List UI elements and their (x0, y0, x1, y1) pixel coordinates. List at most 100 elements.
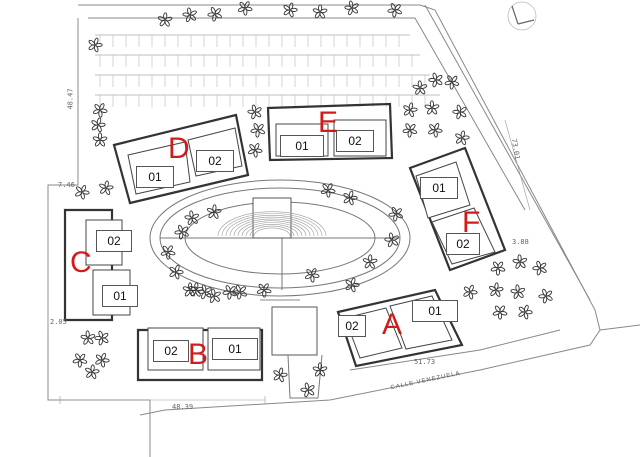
tree-icon (237, 1, 253, 16)
tree-icon (312, 362, 328, 377)
tree-icon (403, 102, 418, 118)
tree-icon (492, 305, 508, 320)
tree-icon (402, 123, 418, 138)
dimension-label: 7.46 (58, 181, 75, 189)
tree-icon (312, 4, 328, 19)
tree-icon (345, 277, 360, 293)
tree-icon (174, 224, 189, 240)
road-edge (599, 324, 640, 331)
tree-icon (88, 37, 103, 53)
tree-icon (80, 330, 96, 345)
dimension-label: 51.73 (414, 358, 436, 366)
unit-label-c-02: 02 (96, 230, 132, 252)
unit-label-b-02: 02 (153, 340, 189, 362)
unit-label-e-01: 01 (280, 135, 324, 157)
entrance-structure (271, 306, 318, 356)
tree-icon (95, 352, 110, 368)
block-letter-f: F (462, 206, 481, 239)
unit-label-d-01: 01 (136, 166, 174, 188)
unit-label-e-02: 02 (336, 130, 374, 152)
unit-label-d-02: 02 (196, 150, 234, 172)
tree-icon (384, 232, 399, 248)
tree-icon (222, 285, 238, 300)
dimension-label: 3.88 (512, 238, 529, 246)
tree-icon (444, 75, 460, 90)
tree-icon (157, 12, 173, 27)
tree-icon (283, 2, 298, 18)
tree-icon (452, 104, 467, 120)
tree-icon (92, 103, 108, 118)
tree-icon (424, 100, 440, 115)
inner-boundary-north (88, 17, 526, 211)
entrance-path (287, 354, 323, 399)
tree-icon (72, 353, 88, 368)
vegetation (72, 0, 553, 398)
block-letter-d: D (168, 132, 190, 165)
amphitheater-steps (217, 211, 327, 237)
building-c-outline (63, 208, 114, 322)
tree-icon (247, 143, 263, 158)
tree-icon (387, 3, 402, 18)
tree-icon (300, 382, 315, 398)
tree-icon (490, 261, 506, 276)
tree-icon (182, 7, 197, 23)
tree-icon (304, 268, 320, 283)
setback-line (424, 4, 591, 301)
building-f-outline (408, 146, 507, 272)
block-letter-c: C (70, 246, 92, 279)
tree-icon (206, 204, 222, 219)
building-d-outline (112, 113, 250, 205)
tree-icon (512, 254, 528, 269)
tree-icon (518, 304, 533, 320)
dimension-label: 2.05 (50, 318, 67, 326)
tree-icon (182, 282, 198, 297)
tree-icon (160, 245, 176, 260)
tree-icon (256, 283, 272, 298)
tree-icon (538, 288, 553, 304)
tree-icon (488, 282, 504, 297)
building-e-outline (266, 102, 394, 162)
north-arrow-icon (507, 1, 537, 31)
tree-icon (412, 80, 428, 95)
tree-icon (428, 72, 443, 88)
tree-icon (510, 284, 526, 299)
tree-icon (250, 123, 266, 138)
tree-icon (184, 210, 199, 225)
block-letter-e: E (318, 106, 339, 139)
unit-label-a-02: 02 (338, 315, 366, 337)
tree-icon (344, 0, 359, 16)
tree-icon (85, 364, 100, 379)
tree-icon (362, 254, 378, 269)
sidewalk-edge (349, 329, 561, 371)
tree-icon (463, 284, 478, 300)
tree-icon (91, 117, 106, 133)
tree-icon (197, 284, 212, 300)
tree-icon (247, 104, 262, 120)
tree-icon (232, 284, 247, 300)
tree-icon (532, 260, 547, 276)
tree-icon (207, 6, 222, 22)
unit-label-b-01: 01 (212, 338, 258, 360)
block-letter-a: A (382, 308, 403, 341)
dimension-label: 48.47 (66, 88, 75, 110)
tree-icon (343, 190, 358, 206)
tree-icon (320, 183, 336, 198)
unit-label-c-01: 01 (102, 285, 138, 307)
tree-icon (75, 184, 90, 200)
tree-icon (206, 288, 221, 304)
tree-icon (94, 330, 109, 346)
dimension-lines (47, 119, 531, 404)
property-boundary-east (78, 4, 601, 416)
unit-label-a-01: 01 (412, 300, 458, 322)
block-letter-b: B (188, 338, 209, 371)
tree-icon (92, 132, 108, 147)
tree-icon (455, 130, 470, 146)
tree-icon (169, 264, 184, 280)
tree-icon (388, 207, 403, 222)
tree-icon (428, 123, 443, 138)
unit-label-f-01: 01 (420, 177, 458, 199)
tree-icon (273, 367, 288, 383)
parking-area (95, 34, 440, 96)
